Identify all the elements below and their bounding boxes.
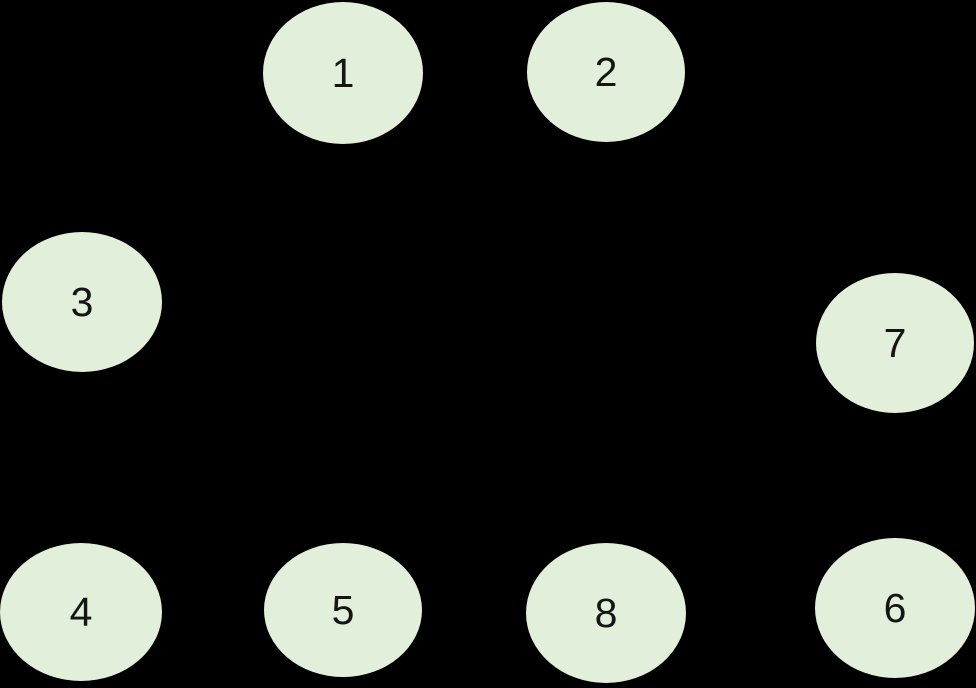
node-label: 2 bbox=[594, 48, 618, 95]
node-label: 6 bbox=[883, 584, 907, 631]
graph-node: 8 bbox=[526, 543, 686, 683]
node-label: 1 bbox=[331, 49, 355, 96]
node-label: 5 bbox=[331, 586, 355, 633]
node-label: 4 bbox=[69, 588, 93, 635]
graph-node: 5 bbox=[264, 543, 422, 677]
node-label: 3 bbox=[70, 278, 94, 325]
graph-node: 7 bbox=[816, 273, 974, 413]
graph-node: 3 bbox=[2, 232, 162, 372]
graph-node: 4 bbox=[0, 543, 162, 681]
graph-node: 1 bbox=[263, 2, 423, 144]
graph-node: 2 bbox=[527, 2, 685, 142]
graph-node: 6 bbox=[815, 538, 975, 678]
node-label: 7 bbox=[883, 319, 907, 366]
node-label: 8 bbox=[594, 589, 618, 636]
